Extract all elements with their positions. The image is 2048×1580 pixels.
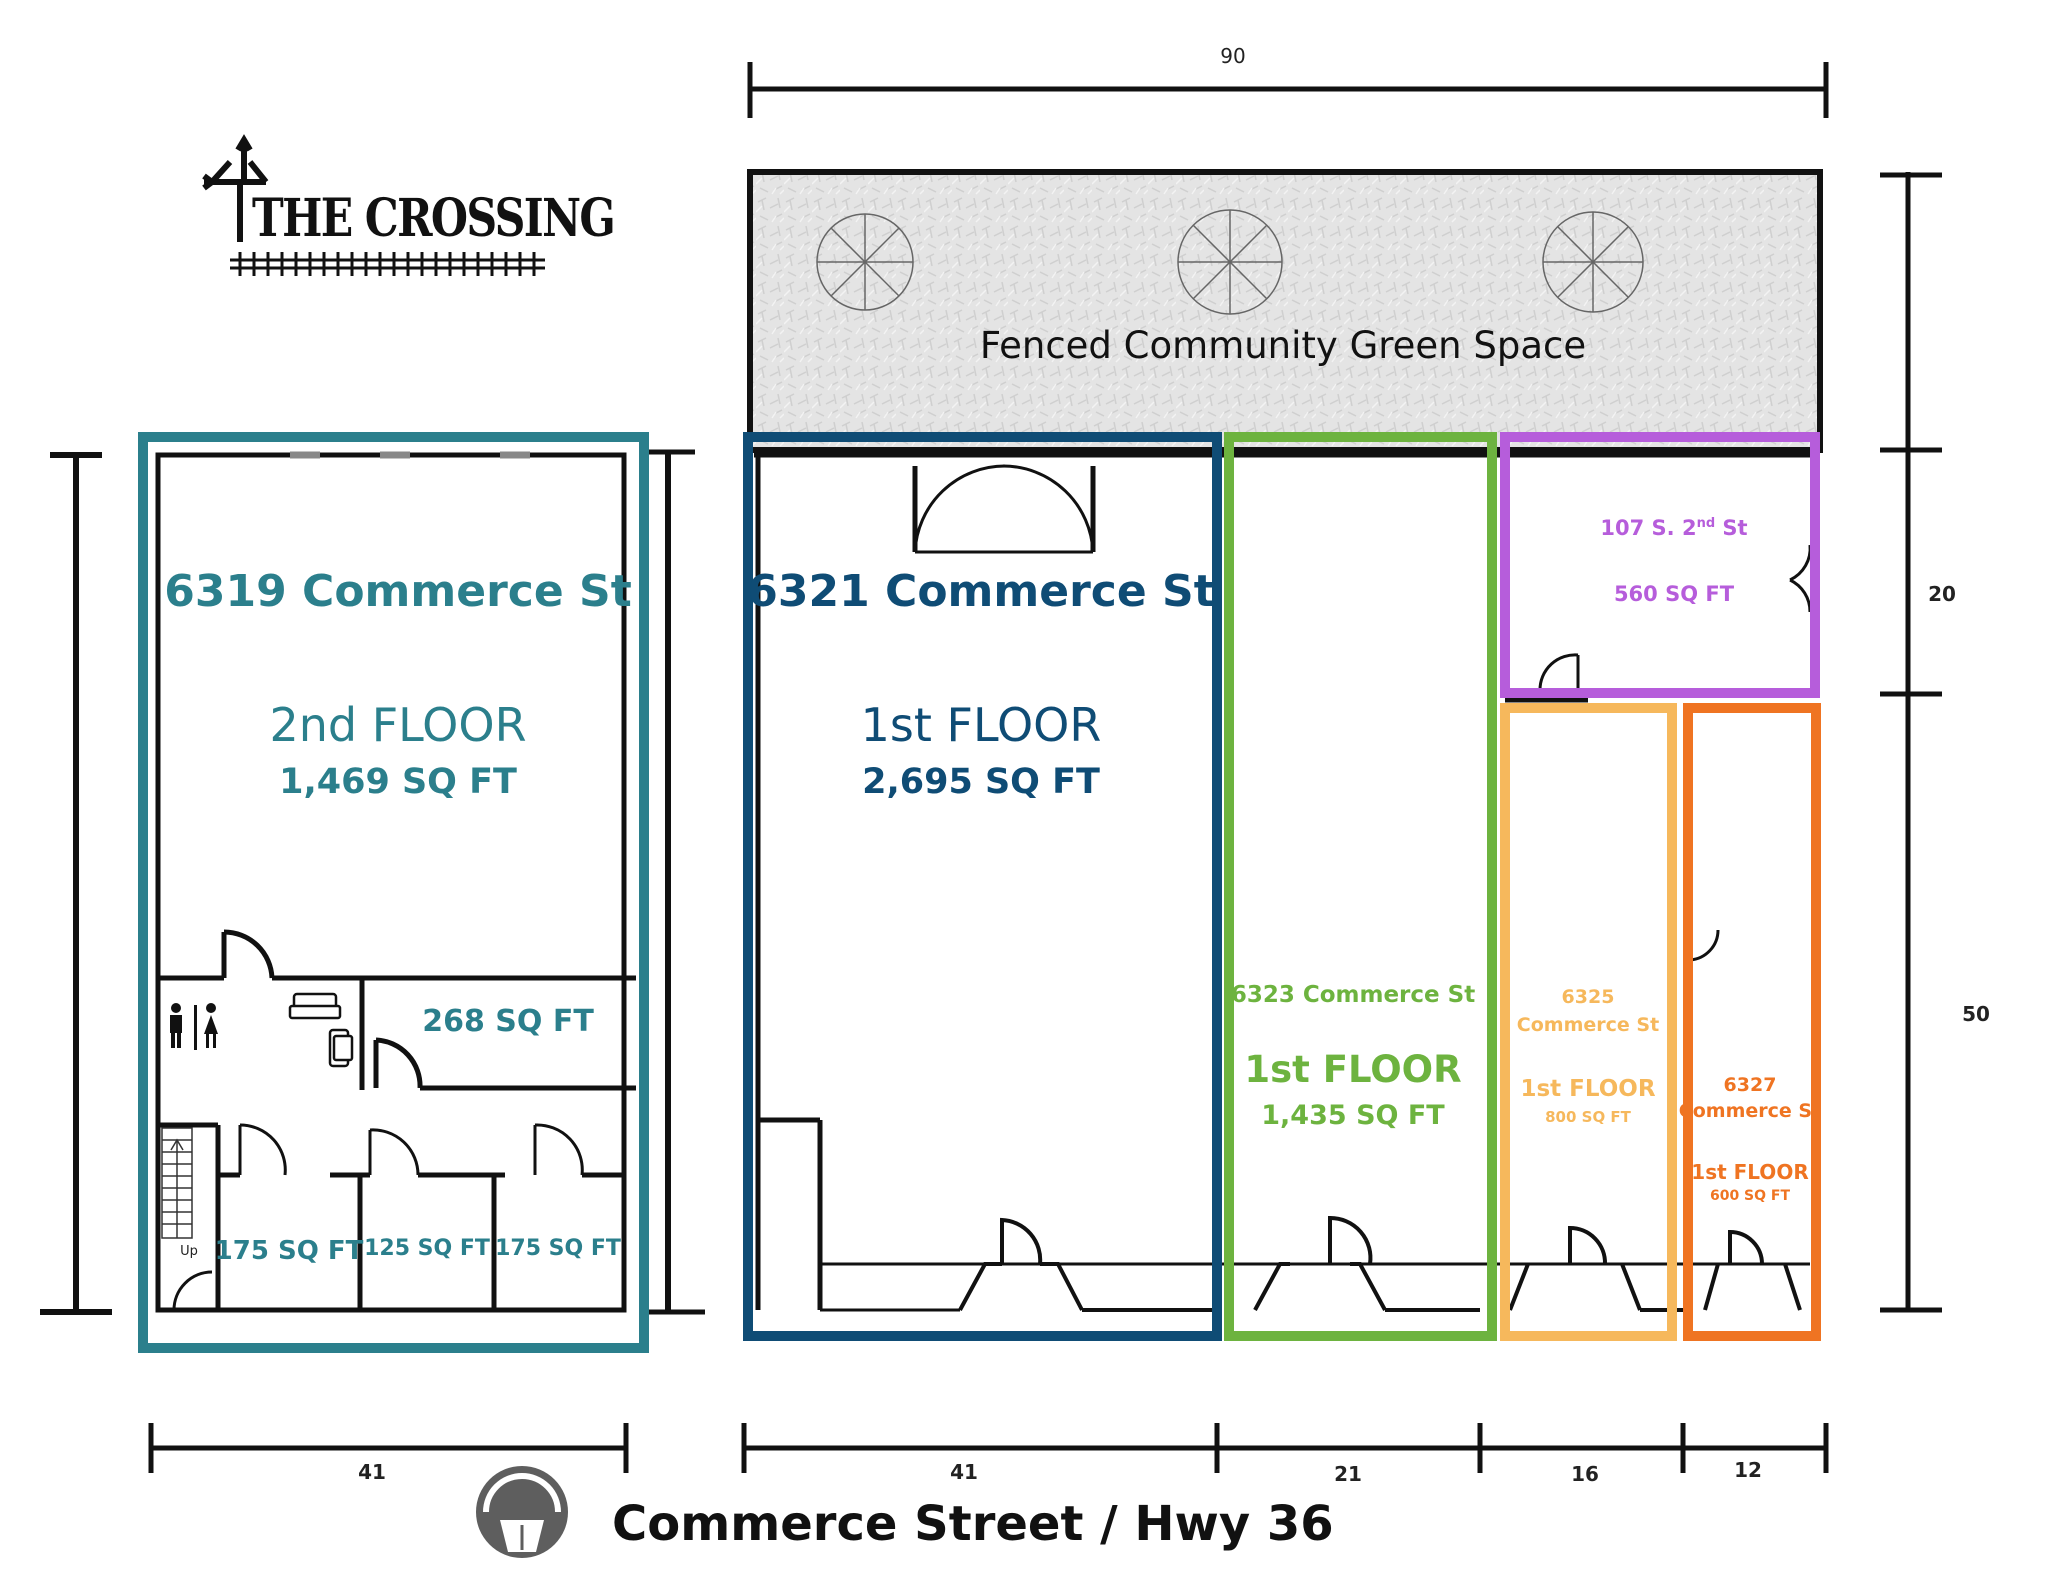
unit-6319-name: 6319 Commerce St [164, 566, 632, 617]
unit-107-name: 107 S. 2nd St [1600, 516, 1748, 540]
unit-6325-floor: 1st FLOOR [1520, 1076, 1656, 1102]
unit-6325-name-line2: Commerce St [1516, 1014, 1660, 1036]
unit-6323-name: 6323 Commerce St [1230, 982, 1476, 1008]
green-space-area [747, 169, 1823, 453]
tree-icon [816, 213, 914, 311]
tree-icon [1542, 211, 1644, 313]
railroad-ties [238, 252, 536, 276]
unit-6327-name-line2: Commerce St [1678, 1100, 1822, 1122]
unit-107-outline [1500, 432, 1820, 698]
left-building-walls [40, 449, 705, 1315]
dimension-bottom-d-label: 12 [1734, 1458, 1762, 1482]
dimension-right-upper-label: 20 [1928, 582, 1956, 606]
dimension-top-label: 90 [1220, 44, 1246, 68]
room-125-sqft: 125 SQ FT [364, 1236, 490, 1261]
dimension-line-top [747, 62, 1829, 118]
unit-6325-name-line1: 6325 [1561, 986, 1615, 1008]
storefront-doors [958, 1215, 1802, 1312]
unit-107-sqft: 560 SQ FT [1613, 582, 1735, 606]
unit-6323-sqft: 1,435 SQ FT [1261, 1100, 1445, 1131]
restroom-icon [170, 1003, 218, 1050]
unit-6319-sqft: 1,469 SQ FT [279, 762, 517, 802]
unit-6327-outline [1683, 703, 1821, 1341]
dimension-bottom-left-label: 41 [358, 1460, 386, 1484]
dimension-bottom-b-label: 21 [1334, 1462, 1362, 1486]
dimension-line-bottom [148, 1423, 1829, 1473]
unit-6321-floor: 1st FLOOR [860, 698, 1102, 752]
sofa-icon [288, 992, 342, 1020]
unit-6323-outline [1224, 432, 1497, 1341]
unit-6321-sqft: 2,695 SQ FT [862, 762, 1100, 802]
dimension-bottom-a-label: 41 [950, 1460, 978, 1484]
green-space-label: Fenced Community Green Space [979, 324, 1587, 367]
unit-6319-floor: 2nd FLOOR [269, 698, 527, 752]
room-175a-sqft: 175 SQ FT [214, 1236, 364, 1266]
dimension-bottom-c-label: 16 [1571, 1462, 1599, 1486]
dimension-right-lower-label: 50 [1962, 1002, 1990, 1026]
unit-6325-outline [1500, 703, 1677, 1341]
unit-6321-outline [743, 432, 1222, 1341]
street-label: Commerce Street / Hwy 36 [612, 1496, 1334, 1552]
dimension-line-right [1880, 172, 1942, 1313]
room-175b-sqft: 175 SQ FT [495, 1236, 621, 1261]
unit-6321-name: 6321 Commerce St [747, 566, 1215, 617]
tree-icon [1177, 209, 1283, 315]
unit-6323-floor: 1st FLOOR [1244, 1048, 1462, 1091]
stairs-icon [161, 1127, 193, 1239]
armchair-icon [328, 1028, 354, 1068]
unit-6325-sqft: 800 SQ FT [1545, 1108, 1631, 1126]
unit-6327-sqft: 600 SQ FT [1709, 1188, 1791, 1204]
stairs-up-label: Up [180, 1244, 198, 1259]
road-icon [476, 1466, 568, 1558]
logo-text: THE CROSSING [252, 188, 616, 249]
unit-6327-name-line1: 6327 [1723, 1074, 1777, 1096]
room-268-sqft: 268 SQ FT [422, 1004, 594, 1039]
unit-6319-outline [138, 432, 649, 1353]
unit-6327-floor: 1st FLOOR [1691, 1160, 1809, 1184]
